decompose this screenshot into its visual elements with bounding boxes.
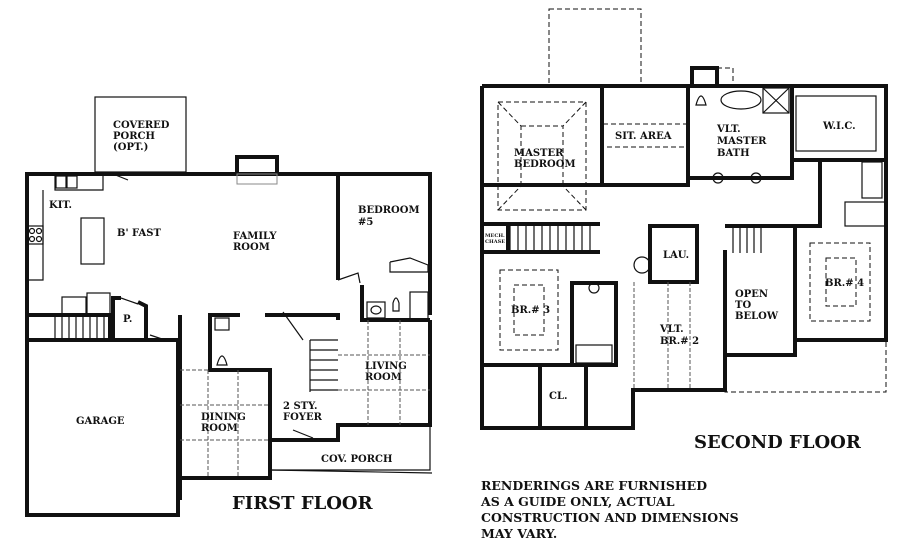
label-bedroom-4: BR.# 4 <box>825 278 864 289</box>
label-living-1: LIVING <box>365 361 407 372</box>
label-sit-area: SIT. AREA <box>615 131 672 142</box>
label-bedroom-3: BR.# 3 <box>511 305 550 316</box>
label-foyer-1: 2 STY. <box>283 401 317 412</box>
kitchen-island <box>80 217 105 265</box>
tub-2 <box>575 344 613 364</box>
rear-wall <box>95 172 432 315</box>
label-bedroom-2-1: VLT. <box>659 324 684 335</box>
cooktop <box>27 225 44 245</box>
second-floor-plan <box>480 8 888 430</box>
label-breakfast: B' FAST <box>117 228 161 239</box>
label-open-below-3: BELOW <box>735 311 779 322</box>
label-cov-porch: COV. PORCH <box>321 454 392 465</box>
label-dining-2: ROOM <box>201 423 238 434</box>
label-bedroom5-1: BEDROOM <box>358 205 420 216</box>
label-living-2: ROOM <box>365 372 402 383</box>
label-closet: CL. <box>549 391 567 402</box>
label-open-below-1: OPEN <box>735 289 768 300</box>
label-master-bath-1: VLT. <box>716 124 741 135</box>
porch-roof-outline <box>548 8 642 87</box>
first-floor-title: FIRST FLOOR <box>232 493 374 514</box>
second-floor-title: SECOND FLOOR <box>694 432 862 453</box>
label-bedroom-2-2: BR.# 2 <box>660 336 699 347</box>
first-floor-plan <box>25 96 433 517</box>
label-dining-1: DINING <box>201 412 246 423</box>
label-kitchen: KIT. <box>49 200 72 211</box>
label-garage: GARAGE <box>76 416 125 427</box>
label-foyer-2: FOYER <box>283 412 323 423</box>
label-wic: W.I.C. <box>822 121 856 132</box>
label-pantry: P. <box>123 314 132 325</box>
fireplace <box>235 155 279 176</box>
second-floor-labels: MASTER BEDROOM SIT. AREA VLT. MASTER BAT… <box>485 121 864 453</box>
label-master-bath-2: MASTER <box>717 136 767 147</box>
label-mech-chase-2: CHASE <box>485 239 505 245</box>
label-master-bedroom-2: BEDROOM <box>514 159 576 170</box>
label-family-room-1: FAMILY <box>233 231 277 242</box>
front-porch-outline <box>269 425 431 478</box>
label-covered-porch-2: PORCH <box>113 131 155 142</box>
label-family-room-2: ROOM <box>233 242 270 253</box>
label-covered-porch-3: (OPT.) <box>113 142 148 153</box>
bathtub <box>409 291 429 321</box>
label-mech-chase-1: MECH. <box>485 233 505 239</box>
label-covered-porch-1: COVERED <box>113 120 170 131</box>
label-master-bedroom-1: MASTER <box>514 148 564 159</box>
garage-walls <box>25 172 180 517</box>
label-master-bath-3: BATH <box>717 148 750 159</box>
disclaimer-note: RENDERINGS ARE FURNISHED AS A GUIDE ONLY… <box>481 478 739 541</box>
first-floor-labels: COVERED PORCH (OPT.) KIT. B' FAST FAMILY… <box>49 120 420 514</box>
label-bedroom5-2: #5 <box>358 217 373 228</box>
label-open-below-2: TO <box>735 300 751 311</box>
label-laundry: LAU. <box>663 250 689 261</box>
